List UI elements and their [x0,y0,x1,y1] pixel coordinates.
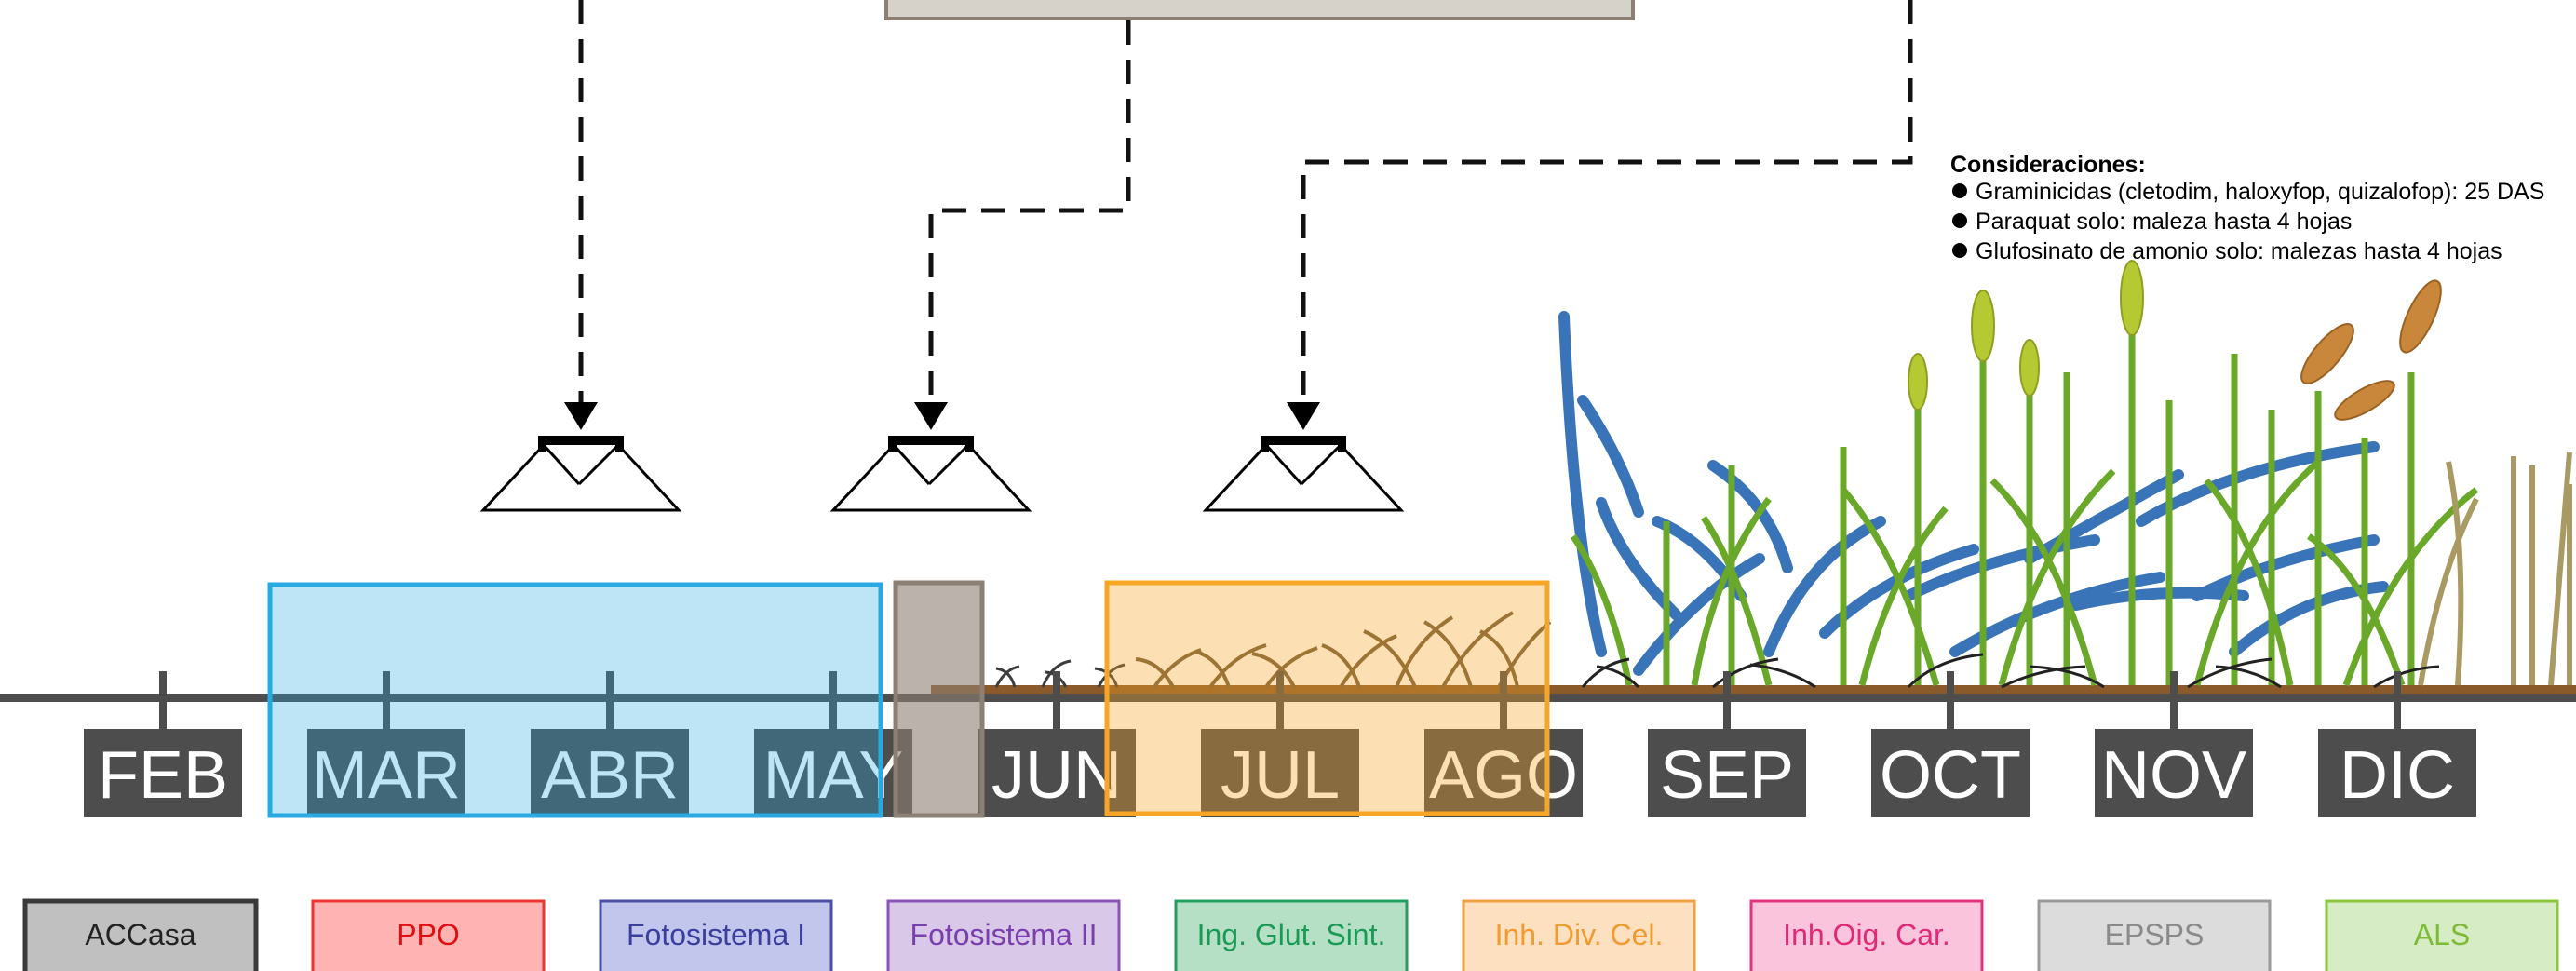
legend-label: EPSPS [2105,918,2205,951]
month-label-dic: DIC [2340,738,2455,813]
month-label-sep: SEP [1660,738,1794,813]
legend-item: Ing. Glut. Sint. [1174,899,1409,971]
blue-leaves [1558,311,2389,676]
month-box-may [754,729,912,817]
month-box-oct [1871,729,2030,817]
tick-oct [1947,671,1954,732]
tick-dic [2394,671,2401,732]
tick-abr [606,671,614,732]
sprayer-icon [829,436,1032,512]
arrowhead-3 [1287,402,1320,430]
sprayer-icon [479,436,682,512]
legend-item: Fotosistema II [886,899,1121,971]
month-boxes [84,729,2476,817]
tick-nov [2170,671,2178,732]
legend-swatch [1749,899,1984,971]
tick-may [829,671,837,732]
arrowheads [564,402,1320,430]
month-box-sep [1648,729,1806,817]
window-blue [267,582,883,818]
ground-grass [1581,653,2440,689]
month-label-jun: JUN [991,738,1122,813]
mature-wheat-heads [2300,279,2442,421]
legend-label: ACCasa [85,918,196,951]
consideration-item-3: Glufosinato de amonio solo: malezas hast… [1976,238,2502,264]
month-box-feb [84,729,242,817]
month-box-jun [978,729,1136,817]
legend-item: ALS [2325,899,2559,971]
legend-item: PPO [311,899,546,971]
bullet-2 [1952,213,1967,228]
sprayer-icon [1202,436,1405,512]
month-label-oct: OCT [1880,738,2021,813]
month-label-jul: JUL [1221,738,1340,813]
tick-jul [1276,671,1284,732]
month-label-feb: FEB [98,738,228,813]
legend-swatch [311,899,546,971]
legend-item: EPSPS [2037,899,2272,971]
legend-item: ACCasa [22,898,259,971]
month-labels: FEB MAR ABR MAY JUN JUL AGO SEP OCT NOV … [98,738,2455,813]
legend-label: PPO [397,918,460,951]
legend-label: Fotosistema II [910,918,1098,951]
legend-label: Inh. Div. Cel. [1495,918,1664,951]
dry-plants [2418,452,2572,686]
month-box-jul [1201,729,1359,817]
bullet-1 [1952,183,1967,198]
window-orange [1104,580,1550,816]
tick-feb [159,671,167,732]
legend-swatch [1462,899,1696,971]
legend-label: Inh.Oig. Car. [1783,918,1950,951]
tick-jun [1053,671,1060,732]
legend-label: Ing. Glut. Sint. [1197,918,1386,951]
window-gray [893,580,985,818]
legend-swatch [1174,899,1409,971]
top-box [884,0,1635,20]
tick-ago [1500,671,1507,732]
month-label-abr: ABR [541,738,679,813]
bullet-3 [1952,243,1967,258]
considerations: Consideraciones: Graminicidas (cletodim,… [1950,152,2544,264]
tick-mar [383,671,390,732]
consideration-item-1: Graminicidas (cletodim, haloxyfop, quiza… [1976,179,2544,205]
month-label-ago: AGO [1429,738,1578,813]
month-box-abr [531,729,689,817]
dashed-connectors [578,0,1913,402]
wheat-heads [1908,260,2144,411]
legend-swatch [2325,899,2559,971]
consideration-item-2: Paraquat solo: maleza hasta 4 hojas [1976,209,2352,235]
arrowhead-1 [564,402,598,430]
month-box-ago [1424,729,1583,817]
legend-swatch [22,898,259,971]
connector-2 [928,20,1131,402]
dry-weeds [1135,611,1552,689]
month-box-mar [307,729,465,817]
month-ticks [159,671,2401,732]
legend-label: ALS [2414,918,2470,951]
timeline-bar [0,694,2576,702]
tick-sep [1723,671,1731,732]
month-box-dic [2318,729,2476,817]
legend-item: Fotosistema I [599,899,833,971]
considerations-title: Consideraciones: [1950,152,2146,178]
legend-item: Inh.Oig. Car. [1749,899,1984,971]
legend-swatch [599,899,833,971]
arrowhead-2 [914,402,948,430]
legend-swatch [886,899,1121,971]
month-box-nov [2095,729,2253,817]
connector-3 [1301,0,1913,402]
legend-swatch [2037,899,2272,971]
month-label-nov: NOV [2101,738,2246,813]
month-label-mar: MAR [312,738,461,813]
legend-label: Fotosistema I [627,918,805,951]
legend-item: Inh. Div. Cel. [1462,899,1696,971]
legend: ACCasa PPO Fotosistema I Fotosistema II Ing.… [22,898,2559,971]
crop-illustration [994,260,2572,689]
